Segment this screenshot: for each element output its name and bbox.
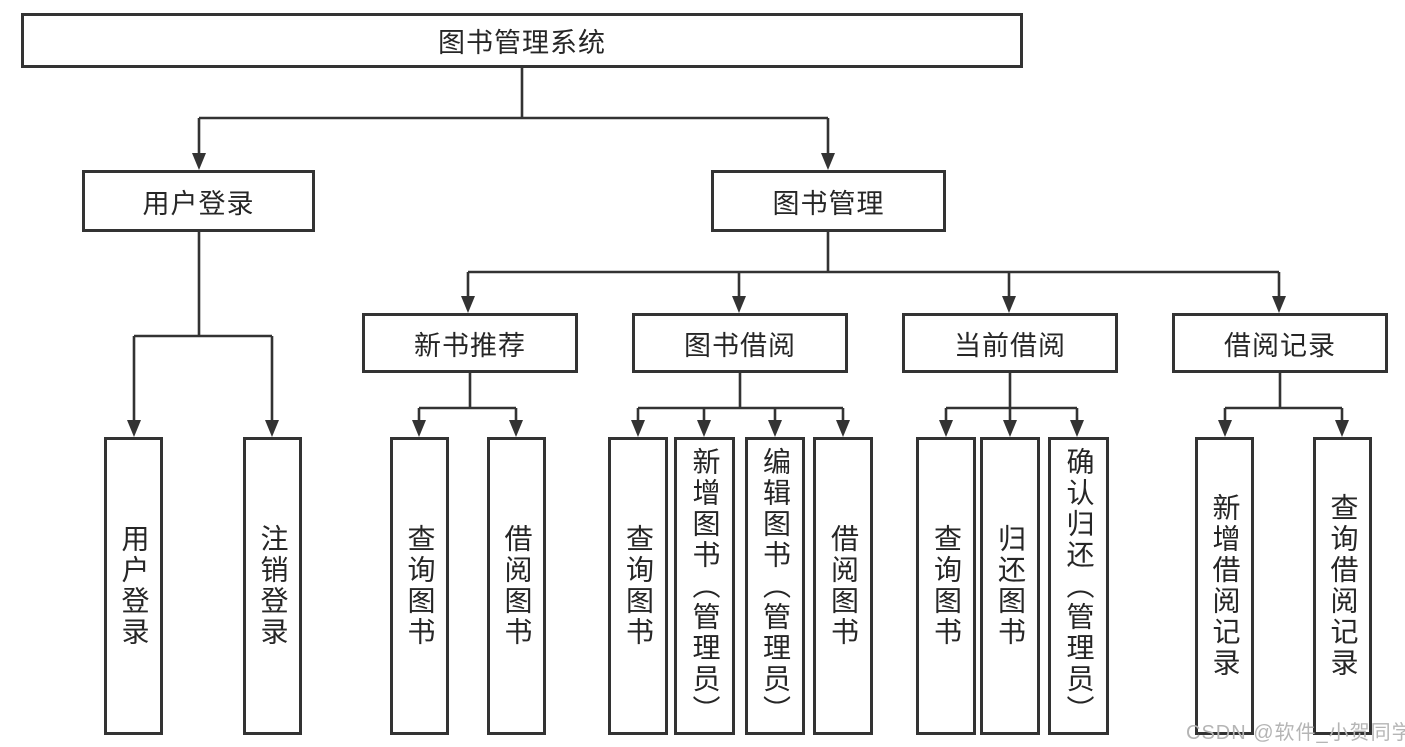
node-current-borrow: 当前借阅 bbox=[902, 313, 1118, 373]
leaf-return-book: 归还图书 bbox=[980, 437, 1040, 735]
node-book-borrow: 图书借阅 bbox=[632, 313, 848, 373]
leaf-query-books-recommend: 查询图书 bbox=[390, 437, 449, 735]
leaf-borrow-books: 借阅图书 bbox=[813, 437, 873, 735]
node-book-management: 图书管理 bbox=[711, 170, 946, 232]
leaf-add-borrow-record: 新增借阅记录 bbox=[1195, 437, 1254, 735]
leaf-add-book-admin: 新增图书（管理员） bbox=[674, 437, 735, 735]
node-user-login: 用户登录 bbox=[82, 170, 315, 232]
leaf-edit-book-admin: 编辑图书（管理员） bbox=[745, 437, 805, 735]
leaf-user-login: 用户登录 bbox=[104, 437, 163, 735]
node-new-book-recommend: 新书推荐 bbox=[362, 313, 578, 373]
leaf-borrow-books-recommend: 借阅图书 bbox=[487, 437, 546, 735]
leaf-query-books-borrow: 查询图书 bbox=[608, 437, 668, 735]
node-library-system: 图书管理系统 bbox=[21, 13, 1023, 68]
leaf-logout: 注销登录 bbox=[243, 437, 302, 735]
leaf-query-books-current: 查询图书 bbox=[916, 437, 976, 735]
node-borrow-records: 借阅记录 bbox=[1172, 313, 1388, 373]
leaf-query-borrow-record: 查询借阅记录 bbox=[1313, 437, 1372, 735]
leaf-confirm-return-admin: 确认归还（管理员） bbox=[1048, 437, 1109, 735]
watermark: CSDN @软件_小贺同学 bbox=[1186, 722, 1405, 744]
